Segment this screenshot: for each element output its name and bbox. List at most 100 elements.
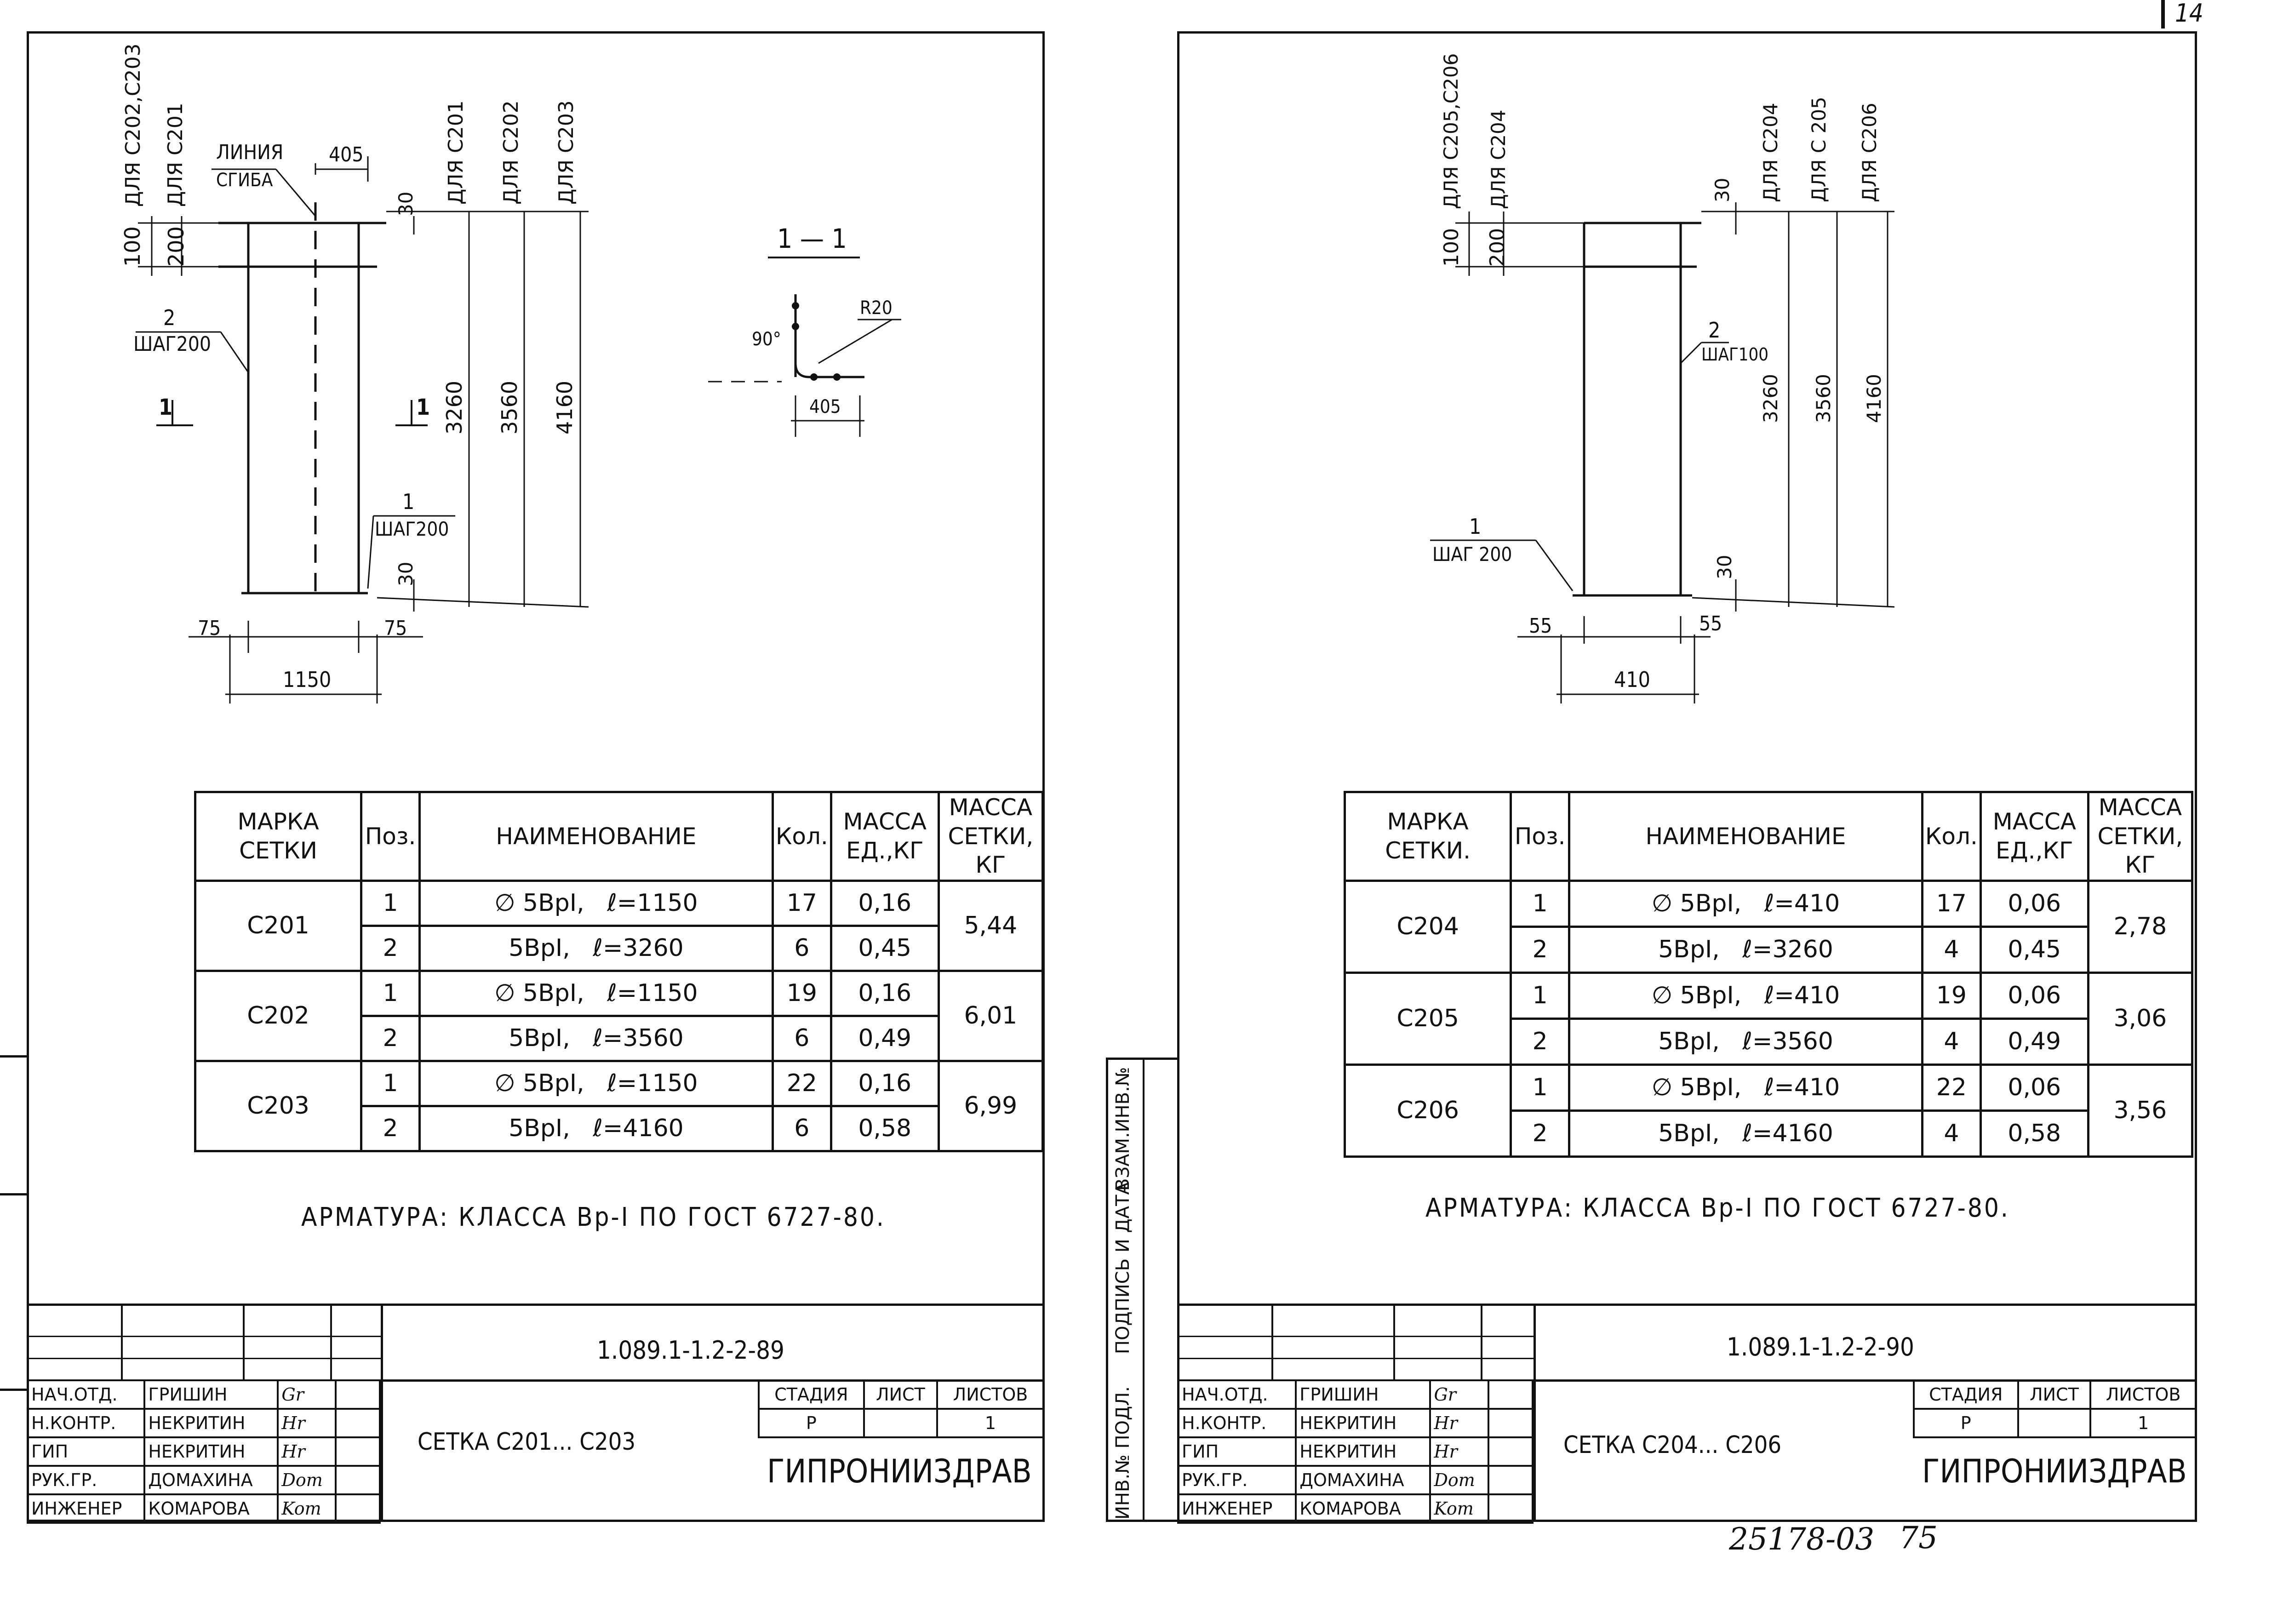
- bar-length: ℓ=410: [1764, 982, 1840, 1009]
- person-name: НЕКРИТИН: [143, 1408, 279, 1438]
- role: ГИП: [1177, 1436, 1297, 1467]
- bar-name: ∅ 5ВрI,: [494, 889, 584, 917]
- table-row: 2 5ВрI, ℓ=4160 6 0,58: [195, 1104, 1043, 1152]
- stage-value: Р: [758, 1408, 865, 1438]
- cell-total: 2,78: [2087, 879, 2194, 974]
- person-name: ДОМАХИНА: [143, 1465, 279, 1495]
- signature: Hr: [1429, 1408, 1489, 1438]
- cell-qty: 6: [771, 924, 832, 972]
- cell-pos: 1: [1510, 879, 1571, 928]
- signature: Dom: [277, 1465, 337, 1495]
- role: РУК.ГР.: [26, 1465, 146, 1495]
- cell-pos: 1: [360, 969, 421, 1017]
- cell-mass: 0,06: [1979, 971, 2089, 1020]
- archive-page: 75: [1899, 1520, 1938, 1555]
- cell-mass: 0,45: [830, 924, 940, 972]
- revision-row-line: [1177, 1358, 1534, 1359]
- bar-name: ∅ 5ВрI,: [494, 979, 584, 1007]
- margin-tick: [0, 1193, 27, 1195]
- sheet-label: ЛИСТ: [2017, 1379, 2092, 1410]
- sheet-title: СЕТКА С204... С206: [1563, 1431, 1782, 1459]
- archive-code: 25178-03: [1729, 1521, 1875, 1557]
- bar-name: ∅ 5ВрI,: [1651, 982, 1742, 1009]
- cell-pos: 2: [1510, 925, 1571, 974]
- revision-col-line: [330, 1304, 332, 1379]
- signature: Hr: [277, 1436, 337, 1467]
- pos-1-label: 1: [1469, 514, 1482, 539]
- pos-2-label: 2: [163, 305, 176, 330]
- doc-code: 1.089.1-1.2-2-90: [1727, 1332, 1914, 1361]
- dim-410: 410: [1614, 667, 1650, 692]
- revision-col-line: [243, 1304, 245, 1379]
- role: Н.КОНТР.: [26, 1408, 146, 1438]
- table-row: С202 1 ∅ 5ВрI, ℓ=1150 19 0,16 6,01: [194, 969, 1044, 1062]
- table-row: С201 1 ∅ 5ВрI, ℓ=1150 17 0,16 5,44: [194, 879, 1044, 972]
- bar-length: ℓ=410: [1764, 890, 1840, 917]
- table-row: С205 1 ∅ 5ВрI, ℓ=410 19 0,06 3,06: [1343, 971, 2194, 1066]
- bar-length: ℓ=1150: [607, 889, 698, 917]
- col-header-unit-mass: МАССА ЕД.,КГ: [830, 791, 940, 882]
- dim-55-right: 55: [1699, 612, 1722, 635]
- cell-qty: 6: [771, 1014, 832, 1062]
- cell-mass: 0,06: [1979, 1063, 2089, 1112]
- col-header-name: НАИМЕНОВАНИЕ: [1568, 791, 1923, 882]
- pos-2-label: 2: [1708, 318, 1721, 343]
- section-width: 405: [809, 396, 841, 417]
- title-block-divider: [381, 1304, 383, 1522]
- sheets-value: 1: [2089, 1408, 2197, 1438]
- bar-length: ℓ=4160: [593, 1115, 684, 1142]
- col-header-mark: МАРКА СЕТКИ.: [1343, 791, 1512, 882]
- col-header-total-mass: МАССА СЕТКИ, КГ: [2087, 791, 2194, 882]
- cell-pos: 1: [360, 879, 421, 927]
- role: Н.КОНТР.: [1177, 1408, 1297, 1438]
- cell-mass: 0,49: [830, 1014, 940, 1062]
- cell-mass: 0,49: [1979, 1017, 2089, 1066]
- sheet-value: [2017, 1408, 2092, 1438]
- revision-row-line: [27, 1358, 381, 1359]
- cell-mass: 0,45: [1979, 925, 2089, 974]
- signature: Dom: [1429, 1465, 1489, 1495]
- dim-3560: 3560: [1812, 374, 1835, 423]
- cell-mass: 0,16: [830, 879, 940, 927]
- sheet-number: 14: [2175, 0, 2203, 28]
- revision-col-line: [1393, 1304, 1395, 1379]
- cell-qty: 17: [1921, 879, 1982, 928]
- person-name: ГРИШИН: [1295, 1379, 1431, 1410]
- section-angle: 90°: [752, 329, 781, 350]
- table-row: 2 5ВрI, ℓ=4160 4 0,58: [1345, 1109, 2192, 1158]
- cell-name: 5ВрI, ℓ=4160: [1568, 1109, 1923, 1158]
- right-title-block: 1.089.1-1.2-2-90 СЕТКА С204... С206 СТАД…: [1177, 1304, 2197, 1524]
- col-header-total-mass: МАССА СЕТКИ, КГ: [937, 791, 1044, 882]
- bar-name: ∅ 5ВрI,: [494, 1069, 584, 1097]
- bar-name: ∅ 5ВрI,: [1651, 890, 1742, 917]
- bar-name: 5ВрI,: [1658, 1120, 1720, 1147]
- sheet-number-mark: [2161, 0, 2165, 29]
- person-name: ГРИШИН: [143, 1379, 279, 1410]
- dim-200: 200: [1486, 228, 1509, 267]
- cell-qty: 6: [771, 1104, 832, 1152]
- date-cell: [335, 1408, 381, 1438]
- dim-4160: 4160: [1863, 374, 1885, 423]
- cell-qty: 17: [771, 879, 832, 927]
- section-radius: R20: [860, 297, 893, 319]
- right-sheet-frame: [1177, 31, 2197, 1522]
- signature: Hr: [1429, 1436, 1489, 1467]
- cell-name: ∅ 5ВрI, ℓ=410: [1568, 879, 1923, 928]
- left-spec-table: МАРКА СЕТКИ Поз. НАИМЕНОВАНИЕ Кол. МАССА…: [194, 791, 1044, 1152]
- bend-line-label-2: СГИБА: [216, 170, 273, 191]
- cell-pos: 2: [1510, 1017, 1571, 1066]
- dim-for-c205-right: ДЛЯ С 205: [1808, 97, 1830, 202]
- right-spec-table: МАРКА СЕТКИ. Поз. НАИМЕНОВАНИЕ Кол. МАСС…: [1343, 791, 2194, 1158]
- cell-name: 5ВрI, ℓ=3260: [1568, 925, 1923, 974]
- cell-mass: 0,58: [830, 1104, 940, 1152]
- cell-mark: С201: [194, 879, 363, 972]
- organization-name: ГИПРОНИИЗДРАВ: [767, 1452, 1032, 1490]
- date-cell: [1488, 1465, 1534, 1495]
- cell-mass: 0,16: [830, 1059, 940, 1107]
- section-title: 1 — 1: [777, 223, 847, 254]
- col-header-name: НАИМЕНОВАНИЕ: [418, 791, 774, 882]
